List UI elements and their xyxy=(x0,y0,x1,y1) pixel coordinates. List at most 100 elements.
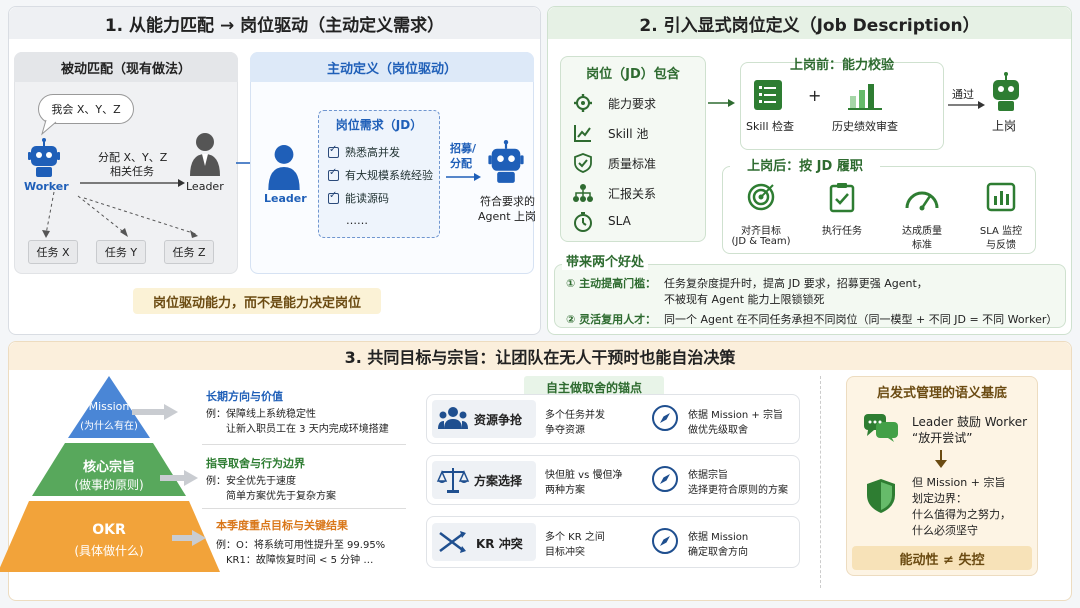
pyramid-core: 核心宗旨 xyxy=(82,460,135,475)
benefit-1-label: ① 主动提高门槛： xyxy=(566,277,657,290)
speech-bubble: 我会 X、Y、Z xyxy=(38,94,134,124)
scale-icon xyxy=(436,468,470,493)
anchor-row-res-2: 选择更符合原则的方案 xyxy=(688,485,788,496)
assign-text-2: 相关任务 xyxy=(110,165,154,178)
jd-includes-item: Skill 池 xyxy=(608,127,649,141)
desc-divider-2 xyxy=(202,508,406,509)
jd-includes-item: 汇报关系 xyxy=(608,187,657,201)
org-chart-icon xyxy=(573,184,593,202)
pyramid-mission-sub: (为什么有在) xyxy=(80,421,138,432)
jd-includes-item: 能力要求 xyxy=(608,97,657,111)
after-item-label-4: SLA 监控 xyxy=(979,226,1023,237)
clipboard-check-icon xyxy=(829,183,855,213)
heuristic-box xyxy=(846,376,1038,576)
shield-check-icon xyxy=(574,153,592,173)
jd-item-3: 能读源码 xyxy=(328,190,389,206)
speech-tail xyxy=(41,119,57,136)
shield-icon xyxy=(867,479,895,513)
after-title: 上岗后：按 JD 履职 xyxy=(730,155,880,174)
gauge-icon xyxy=(905,191,939,211)
skill-check-label: Skill 检查 xyxy=(746,120,795,133)
core-desc-title: 指导取舍与行为边界 xyxy=(206,457,305,470)
pyramid-mission: Mission xyxy=(88,400,130,413)
gear-icon xyxy=(574,94,592,112)
anchor-row-name: KR 冲突 xyxy=(476,537,523,551)
benefit-2-label: ② 灵活复用人才： xyxy=(566,313,657,326)
jd-requirements-title: 岗位需求（JD） xyxy=(335,117,423,132)
heuristic-text-1: Leader 鼓励 Worker xyxy=(912,415,1028,429)
assign-text-1: 分配 X、Y、Z xyxy=(98,151,168,164)
section3-title: 3. 共同目标与宗旨：让团队在无人干预时也能自治决策 xyxy=(9,342,1071,370)
people-icon xyxy=(438,407,468,429)
anchor-row-res-2: 确定取舍方向 xyxy=(688,547,748,558)
agent-label-1: 符合要求的 xyxy=(480,195,535,208)
chart-icon xyxy=(574,125,591,142)
before-title: 上岗前：能力校验 xyxy=(789,57,894,73)
assign-arrow xyxy=(80,179,185,187)
jd-includes-box xyxy=(560,56,706,242)
heuristic-footer: 能动性 ≠ 失控 xyxy=(852,546,1032,570)
anchor-row-desc-2: 目标冲突 xyxy=(545,547,585,558)
history-review-label: 历史绩效审查 xyxy=(832,120,898,133)
after-item-label-3: 达成质量 xyxy=(902,226,942,237)
leader-person-icon xyxy=(190,133,220,176)
anchor-row-name: 资源争抢 xyxy=(474,413,523,427)
after-item-sub-1: (JD & Team) xyxy=(731,236,791,247)
onboard-robot-icon xyxy=(993,72,1019,111)
after-item-sub-4: 与反馈 xyxy=(986,240,1016,251)
okr-desc-line-1: 例：O：将系统可用性提升至 99.95% xyxy=(216,540,386,551)
okr-desc-title: 本季度重点目标与关键结果 xyxy=(216,519,348,532)
checkbox-icon xyxy=(328,144,339,158)
anchor-divider xyxy=(820,376,821,588)
checklist-icon xyxy=(754,80,782,110)
after-item-sub-3: 标准 xyxy=(912,240,932,251)
jd-item-more: …… xyxy=(346,214,368,227)
anchor-row-icon-box xyxy=(432,523,536,561)
recruit-label-1: 招募/ xyxy=(450,142,477,155)
checkbox-icon xyxy=(328,190,339,204)
leader-label-active: Leader xyxy=(264,192,307,205)
task-y: 任务 Y xyxy=(96,240,146,264)
heuristic-text-4: 划定边界： xyxy=(912,492,967,505)
checkbox-icon xyxy=(328,167,339,181)
pyramid-arrow-2 xyxy=(160,470,198,486)
jd-includes-item: SLA xyxy=(608,214,631,228)
anchor-row-desc-1: 多个任务并发 xyxy=(545,410,605,421)
anchor-row-res-1: 依据 Mission xyxy=(688,532,749,543)
down-arrow-icon xyxy=(935,450,947,468)
pyramid-core-sub: (做事的原则) xyxy=(74,478,144,492)
active-header: 主动定义（岗位驱动） xyxy=(250,52,534,82)
bar-chart-icon xyxy=(848,84,882,110)
agent-robot-icon xyxy=(488,140,524,183)
benefit-1-text-2: 不被现有 Agent 能力上限锁锁死 xyxy=(664,293,825,306)
jd-includes-item: 质量标准 xyxy=(608,157,657,171)
chat-bubbles-icon xyxy=(864,414,898,442)
anchor-row-name: 方案选择 xyxy=(474,474,523,488)
timer-icon xyxy=(574,212,592,232)
section1-title: 1. 从能力匹配 → 岗位驱动（主动定义需求） xyxy=(9,7,540,39)
benefits-box xyxy=(554,264,1066,328)
mission-desc-title: 长期方向与价值 xyxy=(206,390,283,403)
task-dashed-arrows xyxy=(42,191,198,238)
anchor-row-desc-1: 快但脏 vs 慢但净 xyxy=(545,470,623,481)
benefit-2-text: 同一个 Agent 在不同任务承担不同岗位（同一模型 + 不同 JD = 不同 … xyxy=(664,313,1058,326)
worker-robot-icon xyxy=(28,138,60,177)
mission-desc-line-1: 例：保障线上系统稳定性 xyxy=(206,409,316,420)
compass-icon xyxy=(652,466,678,492)
anchor-row-desc-2: 两种方案 xyxy=(545,485,585,496)
after-item-label-1: 对齐目标 xyxy=(741,226,781,237)
anchor-row-desc-2: 争夺资源 xyxy=(545,425,585,436)
compass-icon xyxy=(652,405,678,431)
target-icon xyxy=(747,183,775,211)
pyramid-arrow-3 xyxy=(172,530,206,546)
heuristic-text-6: 什么必须坚守 xyxy=(912,524,978,537)
pass-arrow xyxy=(948,101,985,109)
pyramid-okr: OKR xyxy=(92,522,126,538)
task-z: 任务 Z xyxy=(164,240,214,264)
pyramid-okr-sub: (具体做什么) xyxy=(74,544,144,558)
jd-includes-title: 岗位（JD）包含 xyxy=(586,66,680,82)
jd-item-2: 有大规模系统经验 xyxy=(328,167,433,183)
okr-desc-line-2: KR1：故障恢复时间 < 5 分钟 … xyxy=(226,555,374,566)
benefit-1-text-1: 任务复杂度提升时，提高 JD 要求，招募更强 Agent， xyxy=(664,277,928,290)
core-desc-line-1: 例：安全优先于速度 xyxy=(206,476,296,487)
